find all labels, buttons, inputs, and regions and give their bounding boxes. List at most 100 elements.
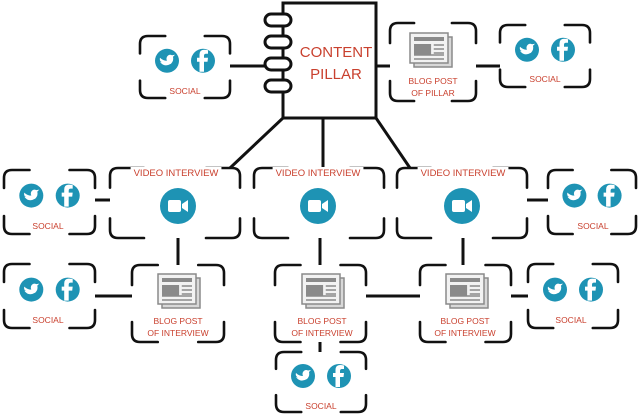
facebook-f-shape — [333, 365, 344, 387]
social-blog-bottom-label: SOCIAL — [305, 401, 336, 411]
blog-post-left — [130, 263, 226, 344]
box-corner — [498, 68, 527, 89]
diagram-labels: CONTENT PILLAR VIDEO INTERVIEW VIDEO INT… — [32, 44, 608, 411]
facebook-f-shape — [197, 49, 208, 72]
box-corner — [138, 79, 167, 100]
box-corner — [130, 320, 160, 344]
box-corner — [491, 166, 529, 189]
box-corner — [138, 34, 167, 55]
social-pillar-left-label: SOCIAL — [169, 86, 200, 96]
document-image — [306, 285, 324, 296]
box-corner — [196, 263, 226, 287]
box-corner — [68, 262, 97, 284]
twitter-bird-shape — [519, 43, 535, 55]
box-corner — [418, 320, 447, 344]
box-corner — [252, 217, 290, 240]
video-camera-lens — [322, 200, 328, 212]
video-camera-body — [308, 200, 321, 212]
facebook-icon — [55, 277, 80, 302]
box-corner — [348, 166, 386, 189]
video-interview-left — [108, 166, 242, 240]
box-corner — [2, 168, 31, 190]
social-group-blog-left — [2, 262, 97, 330]
box-corner — [450, 79, 478, 103]
twitter-bird-icon — [155, 48, 179, 73]
box-corner — [2, 308, 31, 330]
blog-pillar-label-line2: OF PILLAR — [411, 88, 454, 98]
content-pillar-notebook — [263, 1, 378, 120]
notebook-ring-icon — [263, 78, 293, 94]
box-corner — [108, 217, 146, 240]
social-video-right-label: SOCIAL — [577, 221, 608, 231]
label-backing — [130, 167, 222, 180]
box-corner — [68, 308, 97, 330]
label-backing — [272, 167, 364, 180]
box-corner — [339, 320, 368, 344]
social-group-blog-right — [526, 262, 620, 330]
notebook-ring-icon — [263, 56, 293, 72]
box-corner — [196, 320, 226, 344]
video-camera-lens — [182, 200, 188, 212]
box-corner — [591, 308, 620, 330]
document-headline — [450, 278, 480, 282]
facebook-icon — [579, 277, 603, 302]
video-camera-body — [452, 200, 465, 212]
document-icon — [301, 273, 345, 309]
box-corner — [348, 217, 386, 240]
blog-center-label-line1: BLOG POST — [297, 316, 346, 326]
box-corner — [274, 350, 303, 371]
connector-pillar-to-video-left — [228, 116, 285, 170]
document-headline — [414, 37, 444, 41]
document-headline — [306, 278, 336, 282]
social-group-pillar-right — [498, 23, 592, 89]
twitter-bird-shape — [547, 283, 563, 295]
video-interview-left-label: VIDEO INTERVIEW — [134, 168, 219, 179]
facebook-icon — [551, 37, 575, 62]
video-camera-body — [168, 200, 181, 212]
box-corner — [546, 168, 574, 190]
facebook-icon — [191, 48, 215, 73]
box-corner — [108, 166, 146, 189]
facebook-f-shape — [585, 278, 596, 301]
document-headline — [162, 278, 192, 282]
box-corner — [252, 166, 290, 189]
blog-post-center — [273, 263, 368, 344]
video-camera-icon — [444, 188, 480, 224]
box-corner — [388, 21, 416, 45]
blog-pillar-label-line1: BLOG POST — [408, 76, 457, 86]
video-interview-center — [252, 166, 386, 240]
box-corner — [610, 168, 638, 190]
blog-left-label-line1: BLOG POST — [153, 316, 202, 326]
social-group-blog-bottom — [274, 350, 368, 414]
video-interview-right — [395, 166, 529, 240]
box-corner — [484, 320, 513, 344]
connector-pillar-to-video-right — [374, 117, 412, 169]
blog-right-label-line1: BLOG POST — [440, 316, 489, 326]
box-corner — [563, 68, 592, 89]
box-corner — [2, 214, 31, 236]
video-camera-lens — [466, 200, 472, 212]
document-icon — [157, 273, 201, 309]
facebook-f-shape — [557, 38, 568, 61]
box-corner — [130, 263, 160, 287]
box-corner — [498, 23, 527, 44]
social-group-pillar-left — [138, 34, 232, 100]
twitter-bird-shape — [24, 283, 40, 295]
box-corner — [591, 262, 620, 284]
box-corner — [526, 308, 555, 330]
twitter-bird-icon — [291, 364, 315, 388]
box-corner — [491, 217, 529, 240]
social-video-left-label: SOCIAL — [32, 221, 63, 231]
video-camera-icon — [160, 188, 196, 224]
social-group-video-right — [546, 168, 638, 236]
box-corner — [339, 263, 368, 287]
document-icon — [445, 273, 489, 309]
social-blog-right-label: SOCIAL — [555, 315, 586, 325]
box-corner — [484, 263, 513, 287]
box-corner — [203, 34, 232, 55]
document-image — [162, 285, 180, 296]
video-interview-center-label: VIDEO INTERVIEW — [276, 168, 361, 179]
notebook-ring-icon — [263, 12, 293, 28]
social-pillar-right-label: SOCIAL — [529, 74, 560, 84]
